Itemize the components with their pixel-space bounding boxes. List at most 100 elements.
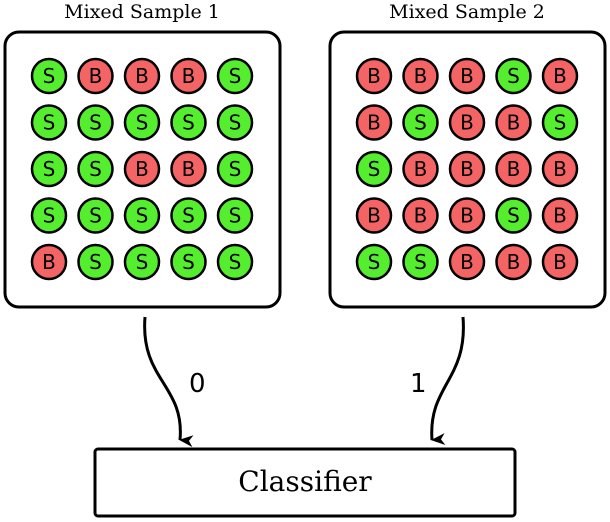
ball-background: B [495,243,532,281]
ball-letter: B [135,64,149,88]
ball-background: B [402,197,439,234]
ball-letter: S [414,250,427,274]
ball-letter: S [43,204,56,228]
ball-letter: B [414,64,428,88]
ball-signal: S [170,243,207,281]
ball-signal: S [216,197,254,234]
ball-signal: S [77,104,114,141]
ball-signal: S [123,243,161,281]
ball-letter: B [414,157,428,181]
ball-letter: B [182,64,196,88]
ball-signal: S [170,104,207,141]
ball-signal: S [355,150,393,188]
ball-background: B [495,150,532,188]
ball-letter: B [89,64,103,88]
ball-letter: B [42,250,56,274]
ball-letter: B [553,204,567,228]
ball-signal: S [495,197,532,234]
label-1: 1 [410,369,427,399]
ball-letter: S [89,157,102,181]
ball-letter: S [43,111,56,135]
ball-letter: S [89,250,102,274]
ball-signal: S [495,57,532,95]
ball-letter: B [367,111,381,135]
ball-letter: B [553,157,567,181]
ball-background: B [402,57,439,95]
ball-background: B [402,150,439,188]
ball-background: B [541,243,579,281]
ball-signal: S [216,150,254,188]
ball-letter: S [136,111,149,135]
ball-background: B [123,57,161,95]
ball-letter: S [182,204,195,228]
label-0: 0 [189,369,206,399]
ball-letter: B [182,157,196,181]
ball-background: B [355,57,393,95]
ball-signal: S [355,243,393,281]
ball-letter: S [229,250,242,274]
ball-letter: B [460,64,474,88]
ball-background: B [448,57,486,95]
ball-letter: B [460,157,474,181]
ball-letter: S [182,250,195,274]
ball-signal: S [402,104,439,141]
ball-letter: S [414,111,427,135]
ball-letter: S [43,157,56,181]
ball-background: B [77,57,114,95]
ball-signal: S [77,243,114,281]
ball-letter: B [553,250,567,274]
sample-2-title: Mixed Sample 2 [389,1,545,23]
ball-background: B [495,104,532,141]
ball-letter: S [507,204,520,228]
ball-letter: S [89,111,102,135]
ball-background: B [448,104,486,141]
classifier-box [93,447,517,518]
ball-background: B [355,197,393,234]
ball-letter: S [229,157,242,181]
sample-1-title: Mixed Sample 1 [64,1,220,23]
ball-background: B [170,57,207,95]
ball-letter: B [553,64,567,88]
ball-background: B [355,104,393,141]
ball-background: B [30,243,68,281]
ball-signal: S [402,243,439,281]
arrow-sample-1-to-classifier [143,316,194,448]
ball-signal: S [30,104,68,141]
ball-letter: B [367,204,381,228]
ball-signal: S [123,104,161,141]
ball-letter: S [136,250,149,274]
ball-letter: S [229,204,242,228]
ball-letter: B [507,111,521,135]
ball-signal: S [77,197,114,234]
ball-letter: S [368,250,381,274]
ball-letter: B [414,204,428,228]
ball-signal: S [77,150,114,188]
ball-signal: S [30,57,68,95]
ball-letter: B [460,111,474,135]
ball-signal: S [216,57,254,95]
ball-signal: S [170,197,207,234]
ball-background: B [123,150,161,188]
ball-background: B [448,150,486,188]
ball-letter: S [507,64,520,88]
ball-letter: B [460,204,474,228]
ball-background: B [448,243,486,281]
ball-signal: S [30,197,68,234]
ball-background: B [541,197,579,234]
ball-letter: S [229,111,242,135]
ball-letter: S [89,204,102,228]
ball-letter: S [554,111,567,135]
ball-signal: S [123,197,161,234]
classifier: Classifier [93,447,517,518]
ball-signal: S [541,104,579,141]
ball-letter: S [43,64,56,88]
ball-letter: S [182,111,195,135]
classifier-label: Classifier [238,465,372,498]
ball-letter: S [136,204,149,228]
ball-letter: B [367,64,381,88]
